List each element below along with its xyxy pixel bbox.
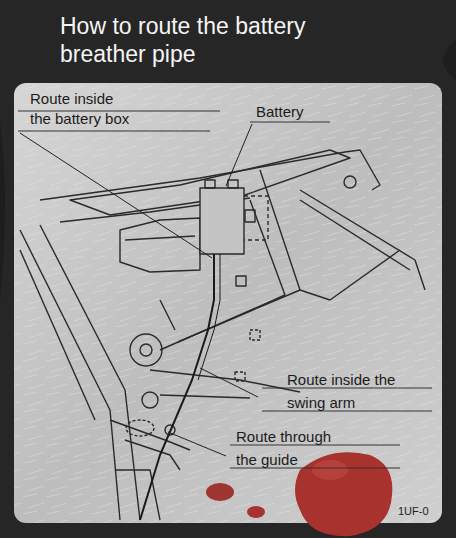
red-stain <box>295 452 392 536</box>
route-note: Route inside the swing arm <box>287 368 400 414</box>
frame-drawing <box>20 150 425 520</box>
breather-pipe <box>140 254 214 520</box>
part-code: 1UF-0 <box>398 504 429 518</box>
route-note: Route inside the battery box <box>30 89 135 129</box>
leader-lines <box>20 124 258 456</box>
sticker-title: How to route the battery breather pipe <box>60 12 390 68</box>
part-name: Battery <box>256 102 336 122</box>
label-panel <box>14 83 442 523</box>
route-note: Route through the guide <box>236 425 336 471</box>
